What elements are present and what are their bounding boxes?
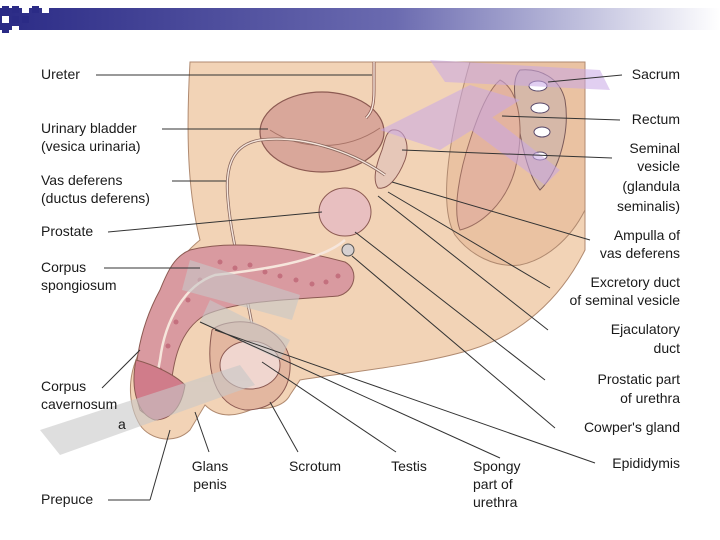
label-urinary-bladder-latin: (vesica urinaria)	[41, 138, 141, 154]
label-ampulla-1: Ampulla of	[613, 227, 680, 243]
label-excretory-duct-1: Excretory duct	[590, 274, 680, 290]
label-spongy-part-1: Spongy	[473, 458, 521, 474]
label-epididymis: Epididymis	[612, 455, 680, 471]
label-testis: Testis	[391, 458, 427, 474]
label-corpus-spongiosum-1: Corpus	[41, 259, 87, 275]
label-seminal-vesicle-2: vesicle	[637, 158, 680, 174]
watermark-gray	[40, 260, 300, 455]
label-seminal-vesicle-3: (glandula	[622, 178, 680, 194]
label-cowpers-gland: Cowper's gland	[583, 419, 680, 435]
label-ampulla-2: vas deferens	[599, 245, 680, 261]
label-spongy-part-3: urethra	[473, 494, 518, 510]
label-excretory-duct-2: of seminal vesicle	[569, 292, 681, 308]
label-scrotum: Scrotum	[288, 458, 342, 474]
label-seminal-vesicle-4: seminalis)	[616, 198, 680, 214]
header-bar	[0, 6, 720, 33]
label-ejaculatory-duct-1: Ejaculatory	[610, 321, 680, 337]
label-ureter: Ureter	[41, 66, 80, 82]
label-glans-penis-1: Glans	[191, 458, 229, 474]
label-sacrum: Sacrum	[631, 66, 680, 82]
label-corpus-spongiosum-2: spongiosum	[41, 277, 117, 293]
label-urinary-bladder: Urinary bladder	[41, 120, 137, 136]
label-vas-deferens-latin: (ductus deferens)	[41, 190, 150, 206]
label-corpus-cavernosum-2: cavernosum	[41, 396, 118, 412]
label-vas-deferens: Vas deferens	[41, 172, 123, 188]
cowpers-gland-shape	[341, 243, 355, 257]
label-prostatic-urethra-2: of urethra	[620, 390, 680, 406]
urinary-bladder-shape	[259, 91, 385, 173]
label-prepuce: Prepuce	[41, 491, 94, 507]
watermark-purple	[380, 60, 610, 185]
label-prostatic-urethra-1: Prostatic part	[597, 371, 680, 387]
header-gradient	[0, 8, 720, 30]
label-glans-penis-2: penis	[193, 476, 227, 492]
label-figure-letter: a	[118, 416, 126, 432]
label-spongy-part-2: part of	[473, 476, 513, 492]
label-rectum: Rectum	[631, 111, 680, 127]
header-bullet-squares-icon	[2, 6, 49, 33]
leader-lines	[96, 74, 623, 501]
label-seminal-vesicle-1: Seminal	[629, 140, 680, 156]
label-ejaculatory-duct-2: duct	[653, 340, 680, 356]
label-corpus-cavernosum-1: Corpus	[41, 378, 87, 394]
label-prostate: Prostate	[41, 223, 94, 239]
prostate-shape	[318, 187, 372, 237]
